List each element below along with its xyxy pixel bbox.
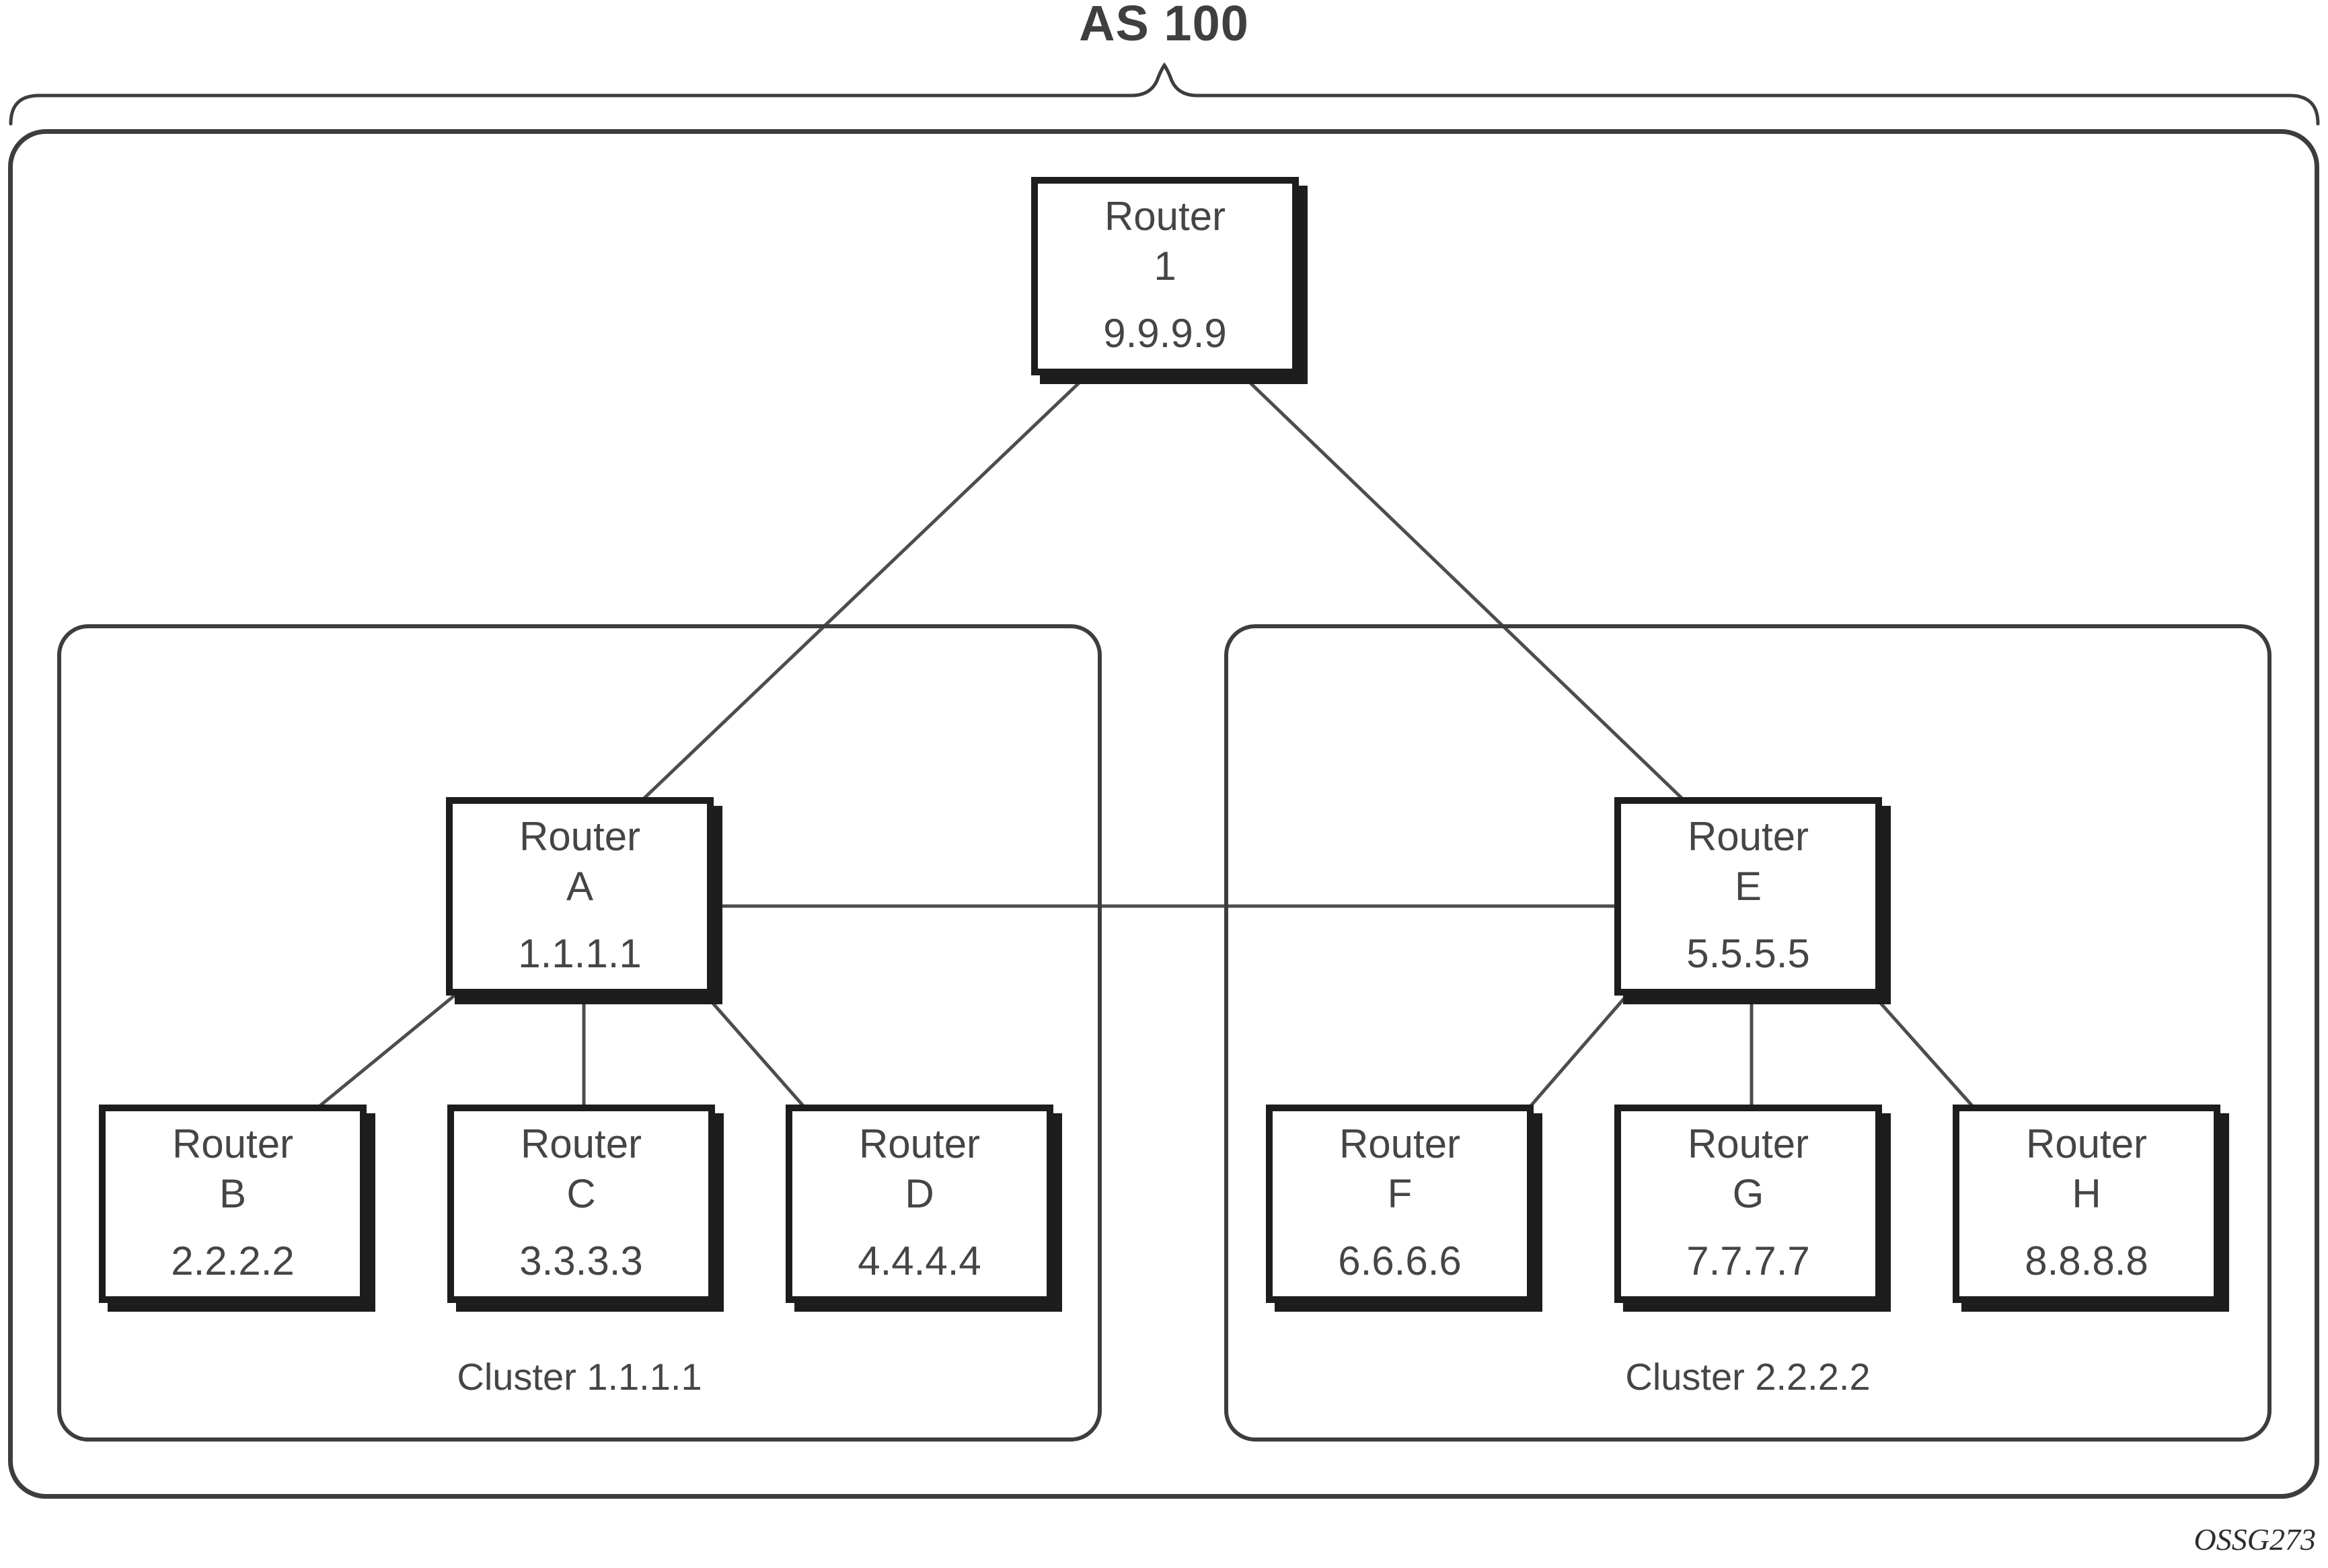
router-E-address: 5.5.5.5 (1686, 931, 1810, 976)
cluster-1-box: Cluster 1.1.1.1 (57, 624, 1102, 1442)
router-F-id: F (1387, 1171, 1413, 1216)
router-D-address: 4.4.4.4 (858, 1238, 981, 1283)
router-1-name: Router (1104, 194, 1226, 239)
router-F-node: Router F 6.6.6.6 (1266, 1105, 1534, 1303)
router-G-address: 7.7.7.7 (1686, 1238, 1810, 1283)
router-D-name: Router (858, 1121, 981, 1166)
router-B-id: B (219, 1171, 247, 1216)
router-1-address: 9.9.9.9 (1103, 311, 1227, 356)
link-router1-routerE (1240, 373, 1687, 803)
router-G-id: G (1732, 1171, 1764, 1216)
router-F-name: Router (1339, 1121, 1461, 1166)
router-E-node: Router E 5.5.5.5 (1614, 797, 1882, 996)
figure-id-label: OSSG273 (2193, 1522, 2316, 1557)
router-G-name: Router (1687, 1121, 1809, 1166)
router-A-id: A (566, 864, 594, 909)
link-router1-routerA (639, 373, 1090, 803)
router-E-id: E (1734, 864, 1762, 909)
router-H-id: H (2072, 1171, 2101, 1216)
link-routerA-routerD (704, 993, 806, 1109)
link-routerE-routerH (1871, 993, 1975, 1109)
router-E-name: Router (1687, 814, 1809, 859)
router-A-address: 1.1.1.1 (518, 931, 642, 976)
as-100-brace (9, 62, 2320, 126)
router-G-node: Router G 7.7.7.7 (1614, 1105, 1882, 1303)
router-1-id: 1 (1154, 244, 1176, 289)
router-H-address: 8.8.8.8 (2025, 1238, 2148, 1283)
router-D-node: Router D 4.4.4.4 (786, 1105, 1053, 1303)
cluster-1-label: Cluster 1.1.1.1 (457, 1355, 702, 1398)
router-D-id: D (905, 1171, 934, 1216)
router-A-node: Router A 1.1.1.1 (446, 797, 714, 996)
router-C-address: 3.3.3.3 (519, 1238, 643, 1283)
router-B-node: Router B 2.2.2.2 (99, 1105, 367, 1303)
router-H-node: Router H 8.8.8.8 (1953, 1105, 2220, 1303)
router-B-address: 2.2.2.2 (171, 1238, 295, 1283)
router-C-node: Router C 3.3.3.3 (447, 1105, 715, 1303)
router-1-node: Router 1 9.9.9.9 (1031, 177, 1299, 375)
as-title: AS 100 (1079, 0, 1249, 51)
cluster-2-box: Cluster 2.2.2.2 (1224, 624, 2271, 1442)
as-boundary-box (8, 129, 2319, 1499)
link-routerA-routerB (317, 993, 457, 1109)
router-B-name: Router (172, 1121, 294, 1166)
router-A-name: Router (519, 814, 641, 859)
router-C-id: C (566, 1171, 596, 1216)
link-routerE-routerF (1528, 993, 1629, 1109)
cluster-2-label: Cluster 2.2.2.2 (1625, 1355, 1871, 1398)
router-H-name: Router (2025, 1121, 2148, 1166)
router-C-name: Router (520, 1121, 642, 1166)
router-F-address: 6.6.6.6 (1338, 1238, 1462, 1283)
